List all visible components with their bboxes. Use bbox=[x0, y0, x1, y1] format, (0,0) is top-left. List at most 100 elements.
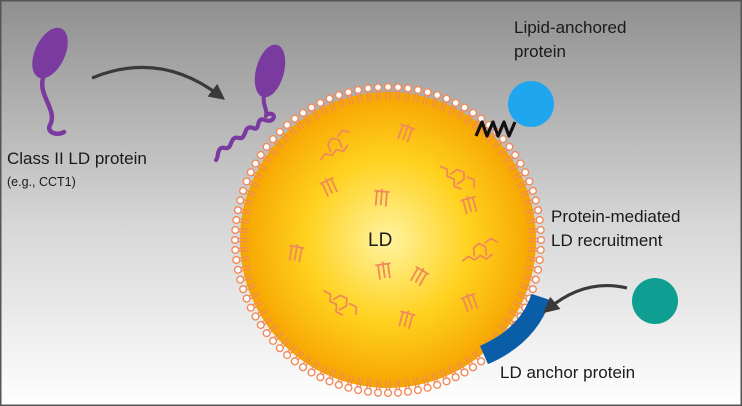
phospholipid-tail bbox=[456, 108, 465, 120]
phospholipid-tail bbox=[302, 355, 313, 366]
phospholipid-tail bbox=[519, 189, 531, 198]
phospholipid-tail bbox=[294, 349, 305, 361]
phospholipid-head bbox=[283, 350, 292, 360]
phospholipid-tail bbox=[463, 114, 474, 125]
phospholipid-head bbox=[373, 83, 383, 92]
phospholipid-head bbox=[236, 196, 245, 205]
phospholipid-head bbox=[528, 285, 537, 294]
phospholipid-tail bbox=[527, 227, 538, 234]
phospholipid-head bbox=[536, 225, 545, 235]
phospholipid-tail bbox=[245, 282, 257, 291]
phospholipid-tail bbox=[503, 154, 514, 165]
phospholipid-head bbox=[516, 159, 525, 168]
class-ii-protein-bound-icon bbox=[213, 44, 286, 163]
phospholipid-head bbox=[290, 357, 299, 366]
phospholipid-tail bbox=[337, 371, 346, 383]
phospholipid-tail bbox=[512, 299, 524, 309]
phospholipid-tail bbox=[252, 299, 264, 309]
phospholipid-head bbox=[262, 142, 271, 151]
phospholipid-tail bbox=[256, 308, 268, 317]
phospholipid-tail bbox=[252, 171, 264, 181]
phospholipid-head bbox=[239, 186, 248, 195]
phospholipid-head bbox=[498, 135, 508, 144]
phospholipid-tail bbox=[238, 237, 248, 243]
phospholipid-head bbox=[423, 88, 432, 97]
phospholipid-head bbox=[451, 98, 460, 107]
phospholipid-tail bbox=[524, 265, 536, 272]
phospholipid-tail bbox=[273, 330, 285, 341]
phospholipid-tail bbox=[491, 139, 503, 150]
phospholipid-head bbox=[536, 245, 545, 255]
lipid-droplet-label: LD bbox=[368, 230, 393, 251]
phospholipid-head bbox=[533, 265, 543, 274]
phospholipid-tail bbox=[356, 376, 363, 388]
phospholipid-head bbox=[242, 294, 251, 303]
phospholipid-tail bbox=[356, 92, 363, 104]
phospholipid-tail bbox=[311, 360, 320, 372]
phospholipid-head bbox=[433, 91, 442, 100]
phospholipid-head bbox=[325, 94, 334, 103]
phospholipid-head bbox=[275, 344, 284, 353]
phospholipid-tail bbox=[497, 146, 509, 157]
phospholipid-tail bbox=[524, 208, 536, 215]
phospholipid-tail bbox=[456, 360, 465, 372]
phospholipid-tail bbox=[526, 218, 538, 224]
phospholipid-head bbox=[283, 120, 292, 130]
phospholipid-head bbox=[354, 85, 363, 95]
phospholipid-tail bbox=[519, 282, 531, 291]
phospholipid-head bbox=[230, 235, 240, 245]
phospholipid-tail bbox=[347, 374, 354, 386]
triglyceride-molecule bbox=[375, 261, 391, 280]
phospholipid-tail bbox=[422, 94, 429, 106]
triglyceride-molecule bbox=[288, 243, 305, 263]
phospholipid-head bbox=[246, 303, 255, 312]
phospholipid-head bbox=[256, 320, 265, 330]
phospholipid-tail bbox=[439, 368, 448, 380]
phospholipid-tail bbox=[262, 315, 273, 326]
ld-anchor-protein-label: LD anchor protein bbox=[500, 363, 636, 382]
phospholipid-tail bbox=[447, 104, 457, 116]
phospholipid-head bbox=[393, 83, 403, 92]
phospholipid-head bbox=[403, 387, 413, 396]
phospholipid-tail bbox=[413, 376, 420, 388]
sterol-ester-molecule bbox=[319, 129, 350, 161]
phospholipid-tail bbox=[267, 146, 279, 157]
phospholipid-head bbox=[442, 377, 451, 386]
phospholipid-head bbox=[423, 383, 432, 392]
phospholipid-head bbox=[531, 275, 540, 284]
phospholipid-head bbox=[363, 387, 373, 396]
phospholipid-head bbox=[531, 196, 540, 205]
phospholipid-head bbox=[316, 373, 325, 382]
phospholipid-head bbox=[307, 368, 316, 377]
lipid-anchored-label-line2: protein bbox=[514, 42, 566, 61]
phospholipid-head bbox=[521, 168, 530, 177]
phospholipid-head bbox=[233, 206, 243, 215]
phospholipid-head bbox=[262, 329, 271, 338]
lipid-anchored-protein-sphere bbox=[508, 81, 554, 127]
phospholipid-head bbox=[460, 368, 469, 377]
class-ii-protein-tail bbox=[39, 75, 67, 136]
triglyceride-molecule bbox=[410, 266, 430, 287]
lipid-anchored-protein-icon bbox=[474, 81, 554, 138]
phospholipid-tail bbox=[366, 378, 372, 390]
phospholipid-tail bbox=[430, 371, 439, 383]
phospholipid-head bbox=[298, 108, 308, 117]
phospholipid-head bbox=[256, 150, 265, 160]
phospholipid-tail bbox=[302, 114, 313, 125]
phospholipid-tail bbox=[328, 100, 337, 112]
phospholipid-head bbox=[268, 135, 278, 144]
phospholipid-tail bbox=[280, 337, 291, 348]
triglyceride-molecule bbox=[319, 177, 338, 197]
phospholipid-tail bbox=[238, 256, 250, 262]
phospholipid-head bbox=[307, 103, 316, 112]
amphipathic-helix bbox=[213, 111, 276, 163]
phospholipid-head bbox=[442, 94, 451, 103]
lipid-anchored-label-line1: Lipid-anchored bbox=[514, 18, 627, 37]
phospholipid-tail bbox=[347, 94, 354, 106]
phospholipid-tail bbox=[394, 90, 401, 101]
phospholipid-tail bbox=[238, 227, 249, 234]
phospholipid-head bbox=[344, 383, 353, 392]
phospholipid-tail bbox=[430, 97, 439, 109]
